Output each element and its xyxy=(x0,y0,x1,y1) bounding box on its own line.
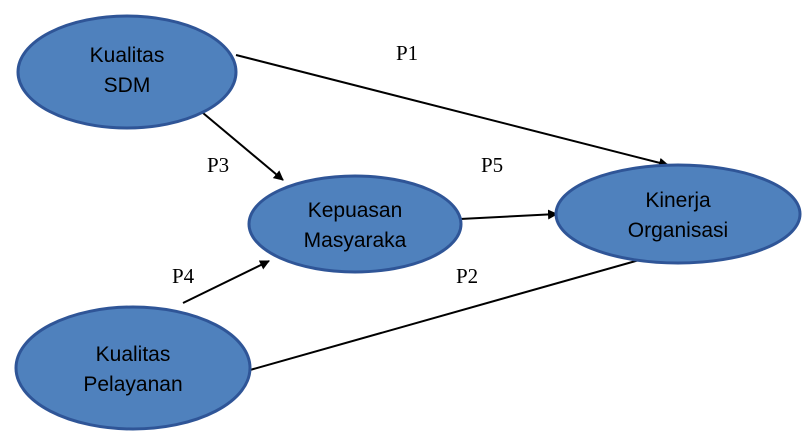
node-kinerja-organisasi-shape xyxy=(554,163,802,265)
edge-p1-arrow xyxy=(235,54,669,168)
node-kinerja-organisasi: Kinerja Organisasi xyxy=(554,163,802,265)
edge-p4-arrow xyxy=(182,260,270,304)
node-kualitas-sdm-label-line1: Kualitas xyxy=(90,44,165,67)
edge-label-p4: P4 xyxy=(172,264,195,288)
node-kualitas-sdm: Kualitas SDM xyxy=(16,14,238,130)
edge-label-p3: P3 xyxy=(207,153,229,177)
node-kepuasan-masyarakat-label-line2: Masyaraka xyxy=(304,229,407,252)
node-kualitas-pelayanan-label-line2: Pelayanan xyxy=(83,373,182,396)
node-kepuasan-masyarakat: Kepuasan Masyaraka xyxy=(247,174,463,274)
node-kepuasan-masyarakat-shape xyxy=(247,174,463,274)
node-kepuasan-masyarakat-label-line1: Kepuasan xyxy=(308,199,403,222)
edge-p2-arrow xyxy=(249,250,665,371)
node-kualitas-pelayanan: Kualitas Pelayanan xyxy=(14,305,252,431)
node-kinerja-organisasi-label-line2: Organisasi xyxy=(628,219,728,242)
edge-label-p2: P2 xyxy=(456,264,478,288)
node-kualitas-sdm-shape xyxy=(16,14,238,130)
edge-p5-arrow xyxy=(459,209,558,220)
node-kualitas-sdm-label-line2: SDM xyxy=(104,74,151,97)
node-kinerja-organisasi-label-line1: Kinerja xyxy=(645,189,711,212)
node-kualitas-pelayanan-label-line1: Kualitas xyxy=(96,343,171,366)
node-kualitas-pelayanan-shape xyxy=(14,305,252,431)
edge-label-p1: P1 xyxy=(396,41,418,65)
edge-label-p5: P5 xyxy=(481,153,503,177)
edge-p3-arrow xyxy=(202,112,284,181)
